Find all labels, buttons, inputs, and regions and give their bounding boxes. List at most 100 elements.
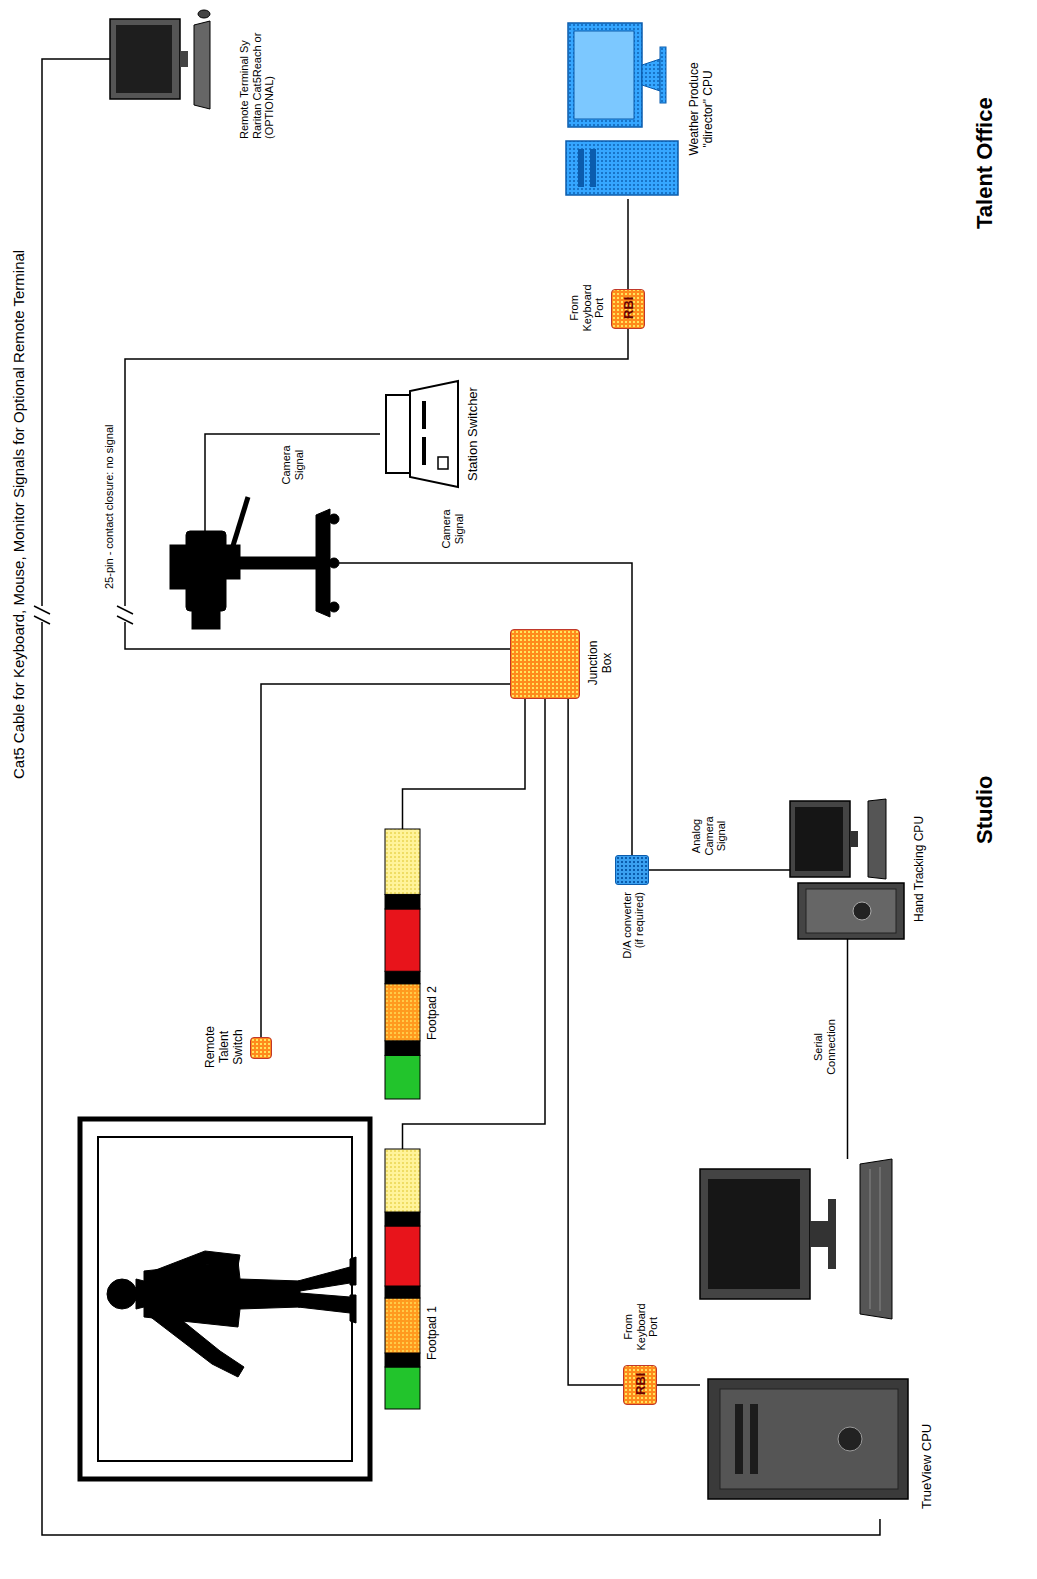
computer-icon [853,902,871,920]
cable [125,329,628,649]
computer-icon [790,801,850,877]
computer-icon [590,149,596,187]
talent-figure [107,1279,137,1309]
talent-frame [80,1119,370,1479]
computer-icon [642,59,660,91]
talent-figure [298,1267,350,1313]
footpad-key [385,984,420,1041]
node-label: From Keyboard Port [622,1297,660,1357]
computer-icon [850,831,858,847]
computer-icon [180,51,188,67]
switcher-icon [386,381,458,487]
node-label: From Keyboard Port [568,278,606,338]
node-icon [385,1149,420,1409]
edge-label: Analog Camera Signal [690,811,728,861]
node-label: Junction Box [587,636,615,690]
footpad-key [385,1286,420,1298]
node-label: RBI [622,297,637,319]
junction-box: Junction Box [510,629,580,699]
signal-label: Camera Signal [440,503,465,555]
signal-label: Camera Signal [280,439,305,491]
cable [847,939,849,1159]
computer-icon [116,25,172,93]
node-label: Remote Talent Switch [204,1017,245,1077]
footpad-key [385,1055,420,1099]
talent-figure [148,1251,240,1279]
computer-icon [828,1199,836,1269]
footpad-key [385,1353,420,1367]
talent-switch: Remote Talent Switch [250,1037,272,1059]
computer-icon [700,1169,810,1299]
node-icon [616,854,650,884]
switcher-icon [438,457,448,469]
node-icon [385,829,420,1099]
camera-signal-wire [205,434,632,855]
node-label: Footpad 2 [426,986,440,1040]
area-heading: Studio [972,776,997,844]
cable-break [34,606,133,624]
talent-frame [98,1137,352,1461]
computer-icon [806,889,896,933]
computer-icon [735,1404,743,1474]
footpad-key [385,829,420,894]
camera-signal-wire [339,563,632,855]
computer-icon [708,1179,800,1289]
node-label: TrueView CPU [920,1424,935,1509]
footpad-key [385,971,420,983]
node-label: Remote Terminal Sy Raritan Cat5Reach or … [238,9,276,139]
computer-icon [566,141,678,195]
computer-icon [870,1167,880,1311]
studio-camera [329,602,339,612]
computer-icon [574,31,634,119]
studio-camera [192,609,220,629]
computer-icon [700,1159,908,1499]
node-icon [251,1036,273,1058]
node-label: Footpad 1 [426,1306,440,1360]
area-heading: Talent Office [972,97,997,229]
computer-icon [868,799,886,879]
talent-figure [136,1279,144,1309]
node-label: Hand Tracking CPU [913,816,927,922]
cable [42,59,880,1535]
switcher-icon [386,395,410,473]
cable-break [34,606,50,614]
node-icon [380,379,460,489]
cable-break [117,616,133,624]
cpu-workstation: TrueView CPU [700,1159,910,1519]
studio-camera [226,545,240,579]
node-label: Station Switcher [466,387,481,481]
computer-icon [110,10,210,109]
footpad: Footpad 1 [385,1149,420,1409]
cable [261,684,510,1037]
cable [657,1384,700,1386]
cable [403,699,526,829]
computer-icon [750,1404,758,1474]
computer-icon [110,19,180,99]
studio-camera [329,514,339,524]
rbi-box: RBIFrom Keyboard Port [623,1365,657,1405]
footpad-key [385,1212,420,1226]
switcher-icon [410,381,458,487]
edge-label: Serial Connection [812,1015,837,1079]
footpad-key [385,1367,420,1409]
converter-box: D/A converter (if required) [615,855,649,885]
node-icon [560,19,680,199]
computer-icon [795,807,843,871]
cable [568,699,623,1385]
computer-icon [708,1379,908,1499]
studio-camera [329,558,339,568]
switcher-icon [422,401,426,429]
cable-break [117,606,133,614]
computer-icon [660,47,666,103]
edge-label: 25-pin - contact closure: no signal [103,425,116,589]
node-label: Weather Produce "director" CPU [688,44,716,174]
footpad: Footpad 2 [385,829,420,1099]
switcher-icon [422,437,426,465]
edge-label: Cat5 Cable for Keyboard, Mouse, Monitor … [10,250,27,779]
camera-signal-wire [205,434,380,531]
